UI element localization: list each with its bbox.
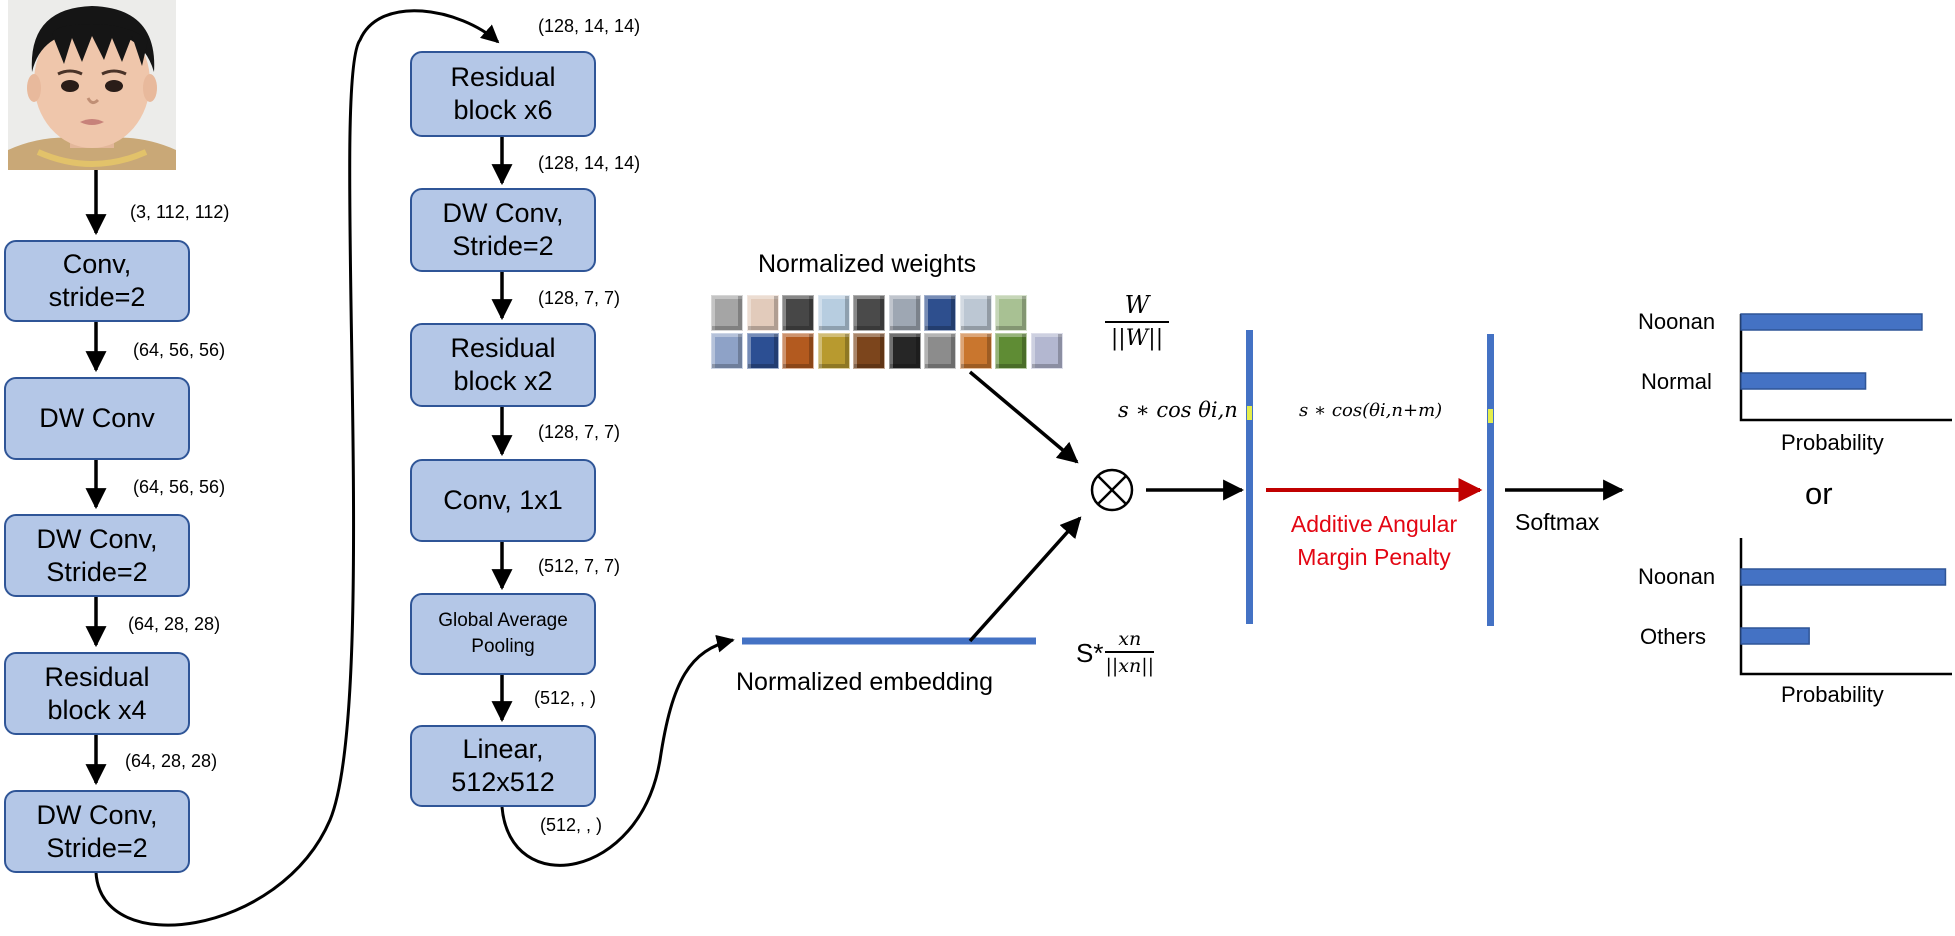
multiply-operator bbox=[1090, 468, 1134, 512]
logit-vector-right bbox=[1487, 334, 1494, 626]
weight-cell bbox=[782, 295, 814, 331]
child-face-illustration bbox=[8, 0, 176, 170]
weight-cell bbox=[995, 295, 1027, 331]
shape-label: (128, 7, 7) bbox=[538, 288, 621, 308]
softmax-label: Softmax bbox=[1515, 509, 1600, 535]
block-dw-conv: DW Conv bbox=[4, 377, 190, 460]
fraction-denominator: ||xn|| bbox=[1105, 655, 1155, 677]
weight-cell bbox=[959, 333, 992, 369]
probability-bar-noonan bbox=[1740, 568, 1947, 586]
weight-cell bbox=[711, 333, 743, 369]
weight-cell bbox=[817, 333, 850, 369]
shape-label: (64, 28, 28) bbox=[128, 614, 221, 634]
logit-formula-right: s ∗ cos(θi,n+m) bbox=[1299, 400, 1443, 421]
shape-label: (512, , ) bbox=[540, 815, 603, 835]
shape-label: (128, 14, 14) bbox=[538, 153, 641, 173]
fraction-numerator: W bbox=[1124, 291, 1150, 319]
shape-label: (64, 56, 56) bbox=[133, 477, 226, 497]
block-linear-512x512: Linear, 512x512 bbox=[410, 725, 596, 807]
block-dw-conv-stride2-c: DW Conv, Stride=2 bbox=[410, 188, 596, 272]
target-logit-marker-left bbox=[1247, 406, 1252, 420]
weight-cell bbox=[888, 333, 921, 369]
chart2-category-label: Others bbox=[1640, 624, 1707, 649]
weight-cell bbox=[888, 295, 921, 331]
scale-prefix: S* bbox=[1076, 637, 1104, 668]
weight-cell bbox=[959, 295, 992, 331]
chart1-category-label: Normal bbox=[1641, 369, 1712, 394]
weight-cell bbox=[782, 333, 814, 369]
shape-label: (128, 7, 7) bbox=[538, 422, 621, 442]
block-dw-conv-stride2-a: DW Conv, Stride=2 bbox=[4, 514, 190, 597]
probability-bar-normal bbox=[1740, 372, 1867, 390]
margin-penalty-label: Additive Angular Margin Penalty bbox=[1290, 511, 1458, 570]
block-residual-x4: Residual block x4 bbox=[4, 652, 190, 735]
fraction-denominator: ||W|| bbox=[1110, 326, 1164, 351]
logit-vector-left bbox=[1246, 330, 1253, 624]
or-label: or bbox=[1805, 476, 1833, 511]
block-global-average-pooling: Global Average Pooling bbox=[410, 593, 596, 675]
probability-chart-1 bbox=[1739, 313, 1952, 422]
input-face-image bbox=[8, 0, 176, 170]
logit-formula-left: s ∗ cos θi,n bbox=[1118, 398, 1238, 422]
weight-cell bbox=[746, 333, 779, 369]
weight-cell bbox=[995, 333, 1027, 369]
block-conv-stride2: Conv, stride=2 bbox=[4, 240, 190, 322]
shape-label: (64, 28, 28) bbox=[125, 751, 218, 771]
weight-cell bbox=[853, 295, 885, 331]
arrow-weights-to-multiply bbox=[968, 370, 1079, 464]
weight-matrix bbox=[711, 295, 1066, 370]
weight-cell bbox=[924, 333, 956, 369]
chart-axis bbox=[1739, 538, 1952, 676]
block-conv-1x1: Conv, 1x1 bbox=[410, 459, 596, 542]
block-residual-x6: Residual block x6 bbox=[410, 51, 596, 137]
probability-bar-noonan bbox=[1740, 313, 1923, 331]
embedding-title: Normalized embedding bbox=[736, 668, 994, 696]
shape-label: (128, 14, 14) bbox=[538, 16, 641, 36]
block-residual-x2: Residual block x2 bbox=[410, 323, 596, 407]
arrow-embedding-to-multiply bbox=[968, 516, 1082, 643]
curve-left-to-middle bbox=[94, 9, 500, 927]
chart1-category-label: Noonan bbox=[1638, 309, 1716, 334]
shape-label: (512, 7, 7) bbox=[538, 556, 621, 576]
probability-chart-2 bbox=[1739, 538, 1952, 676]
weights-title: Normalized weights bbox=[758, 250, 977, 278]
probability-bar-others bbox=[1740, 627, 1810, 645]
shape-label: (512, , ) bbox=[534, 688, 597, 708]
target-logit-marker-right bbox=[1488, 409, 1493, 423]
weight-cell bbox=[817, 295, 850, 331]
block-dw-conv-stride2-b: DW Conv, Stride=2 bbox=[4, 790, 190, 873]
shape-label: (3, 112, 112) bbox=[130, 202, 230, 222]
fraction-numerator: xn bbox=[1118, 628, 1142, 650]
chart1-axis-label: Probability bbox=[1781, 430, 1884, 455]
chart2-axis-label: Probability bbox=[1781, 682, 1884, 707]
weight-cell bbox=[711, 295, 743, 331]
weight-cell bbox=[746, 295, 779, 331]
chart-axis bbox=[1739, 314, 1952, 422]
chart2-category-label: Noonan bbox=[1638, 564, 1716, 589]
shape-label: (64, 56, 56) bbox=[133, 340, 226, 360]
weight-cell bbox=[924, 295, 956, 331]
weights-fraction: W ||W|| bbox=[1101, 290, 1173, 354]
curve-linear-to-embedding bbox=[500, 634, 735, 867]
weight-cell bbox=[1030, 333, 1063, 369]
embedding-scale: S* xn ||xn|| bbox=[1076, 622, 1155, 684]
weight-cell bbox=[853, 333, 885, 369]
